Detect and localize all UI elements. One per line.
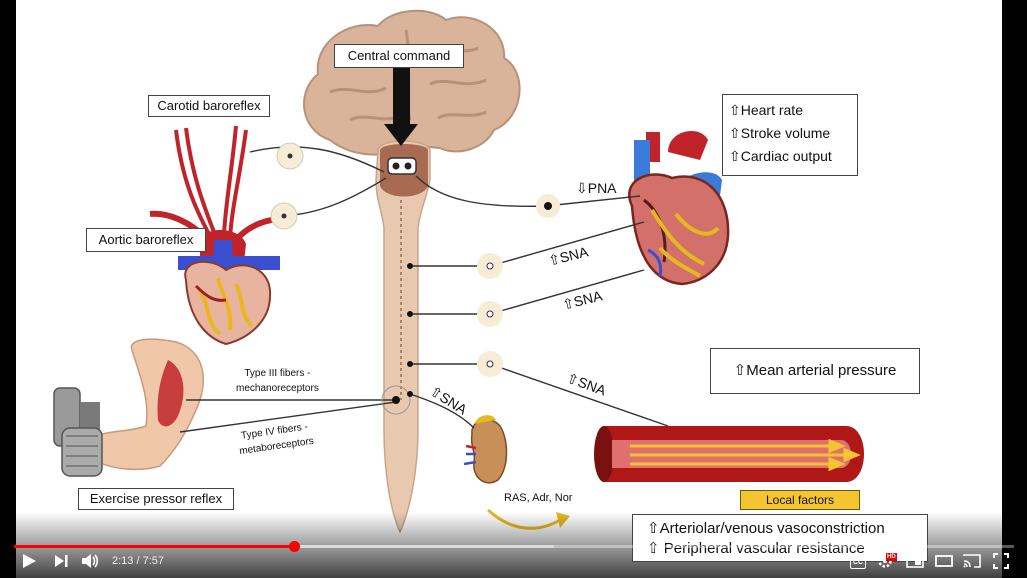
small-heart-illustration (184, 260, 272, 346)
hd-badge: HD (886, 553, 897, 561)
blood-vessel-illustration (594, 426, 864, 482)
captions-label: CC (852, 559, 864, 566)
central-command-arrow (384, 66, 418, 146)
miniplayer-icon[interactable] (905, 552, 925, 570)
exercise-pressor-reflex-label: Exercise pressor reflex (78, 488, 234, 510)
vascular-resistance-box: ⇧Arteriolar/venous vasoconstriction ⇧ Pe… (632, 514, 928, 562)
type3-fibers-text: Type III fibers - mechanoreceptors (236, 366, 319, 396)
theater-mode-icon[interactable] (934, 552, 954, 570)
cardiac-outcomes-box: ⇧Heart rate ⇧Stroke volume ⇧Cardiac outp… (722, 94, 858, 176)
central-command-label: Central command (334, 44, 464, 68)
nerve-pathways (179, 146, 669, 433)
next-icon[interactable] (52, 552, 70, 570)
large-heart-illustration (628, 130, 730, 286)
arm-dumbbell-illustration (53, 338, 204, 477)
scrubber-handle[interactable] (289, 541, 300, 552)
volume-icon[interactable] (80, 552, 100, 570)
played-bar (14, 545, 294, 548)
spinal-cord-illustration (375, 140, 431, 534)
stroke-volume-text: ⇧Stroke volume (729, 125, 831, 141)
mean-arterial-pressure-box: ⇧Mean arterial pressure (710, 348, 920, 394)
peripheral-resistance-text: ⇧ Peripheral vascular resistance (647, 540, 865, 557)
cast-icon[interactable] (962, 552, 982, 570)
time-display: 2:13 / 7:57 (112, 555, 164, 567)
fullscreen-icon[interactable] (992, 552, 1010, 570)
pna-label: ⇩PNA (576, 180, 617, 196)
captions-icon[interactable]: CC (850, 556, 866, 569)
heart-rate-text: ⇧Heart rate (729, 102, 803, 118)
type3-line1: Type III fibers - (244, 368, 311, 379)
progress-bar[interactable] (14, 545, 1014, 548)
carotid-baroreflex-label: Carotid baroreflex (148, 95, 270, 117)
hormones-label: RAS, Adr, Nor (504, 492, 573, 504)
aortic-baroreflex-label: Aortic baroreflex (86, 228, 206, 252)
kidney-illustration (463, 415, 508, 484)
ganglion-circles (270, 142, 560, 415)
play-icon[interactable] (20, 552, 38, 570)
type3-line2: mechanoreceptors (236, 383, 319, 394)
cardiac-output-text: ⇧Cardiac output (729, 148, 832, 164)
vasoconstriction-text: ⇧Arteriolar/venous vasoconstriction (647, 520, 885, 537)
local-factors-box: Local factors (740, 490, 860, 510)
